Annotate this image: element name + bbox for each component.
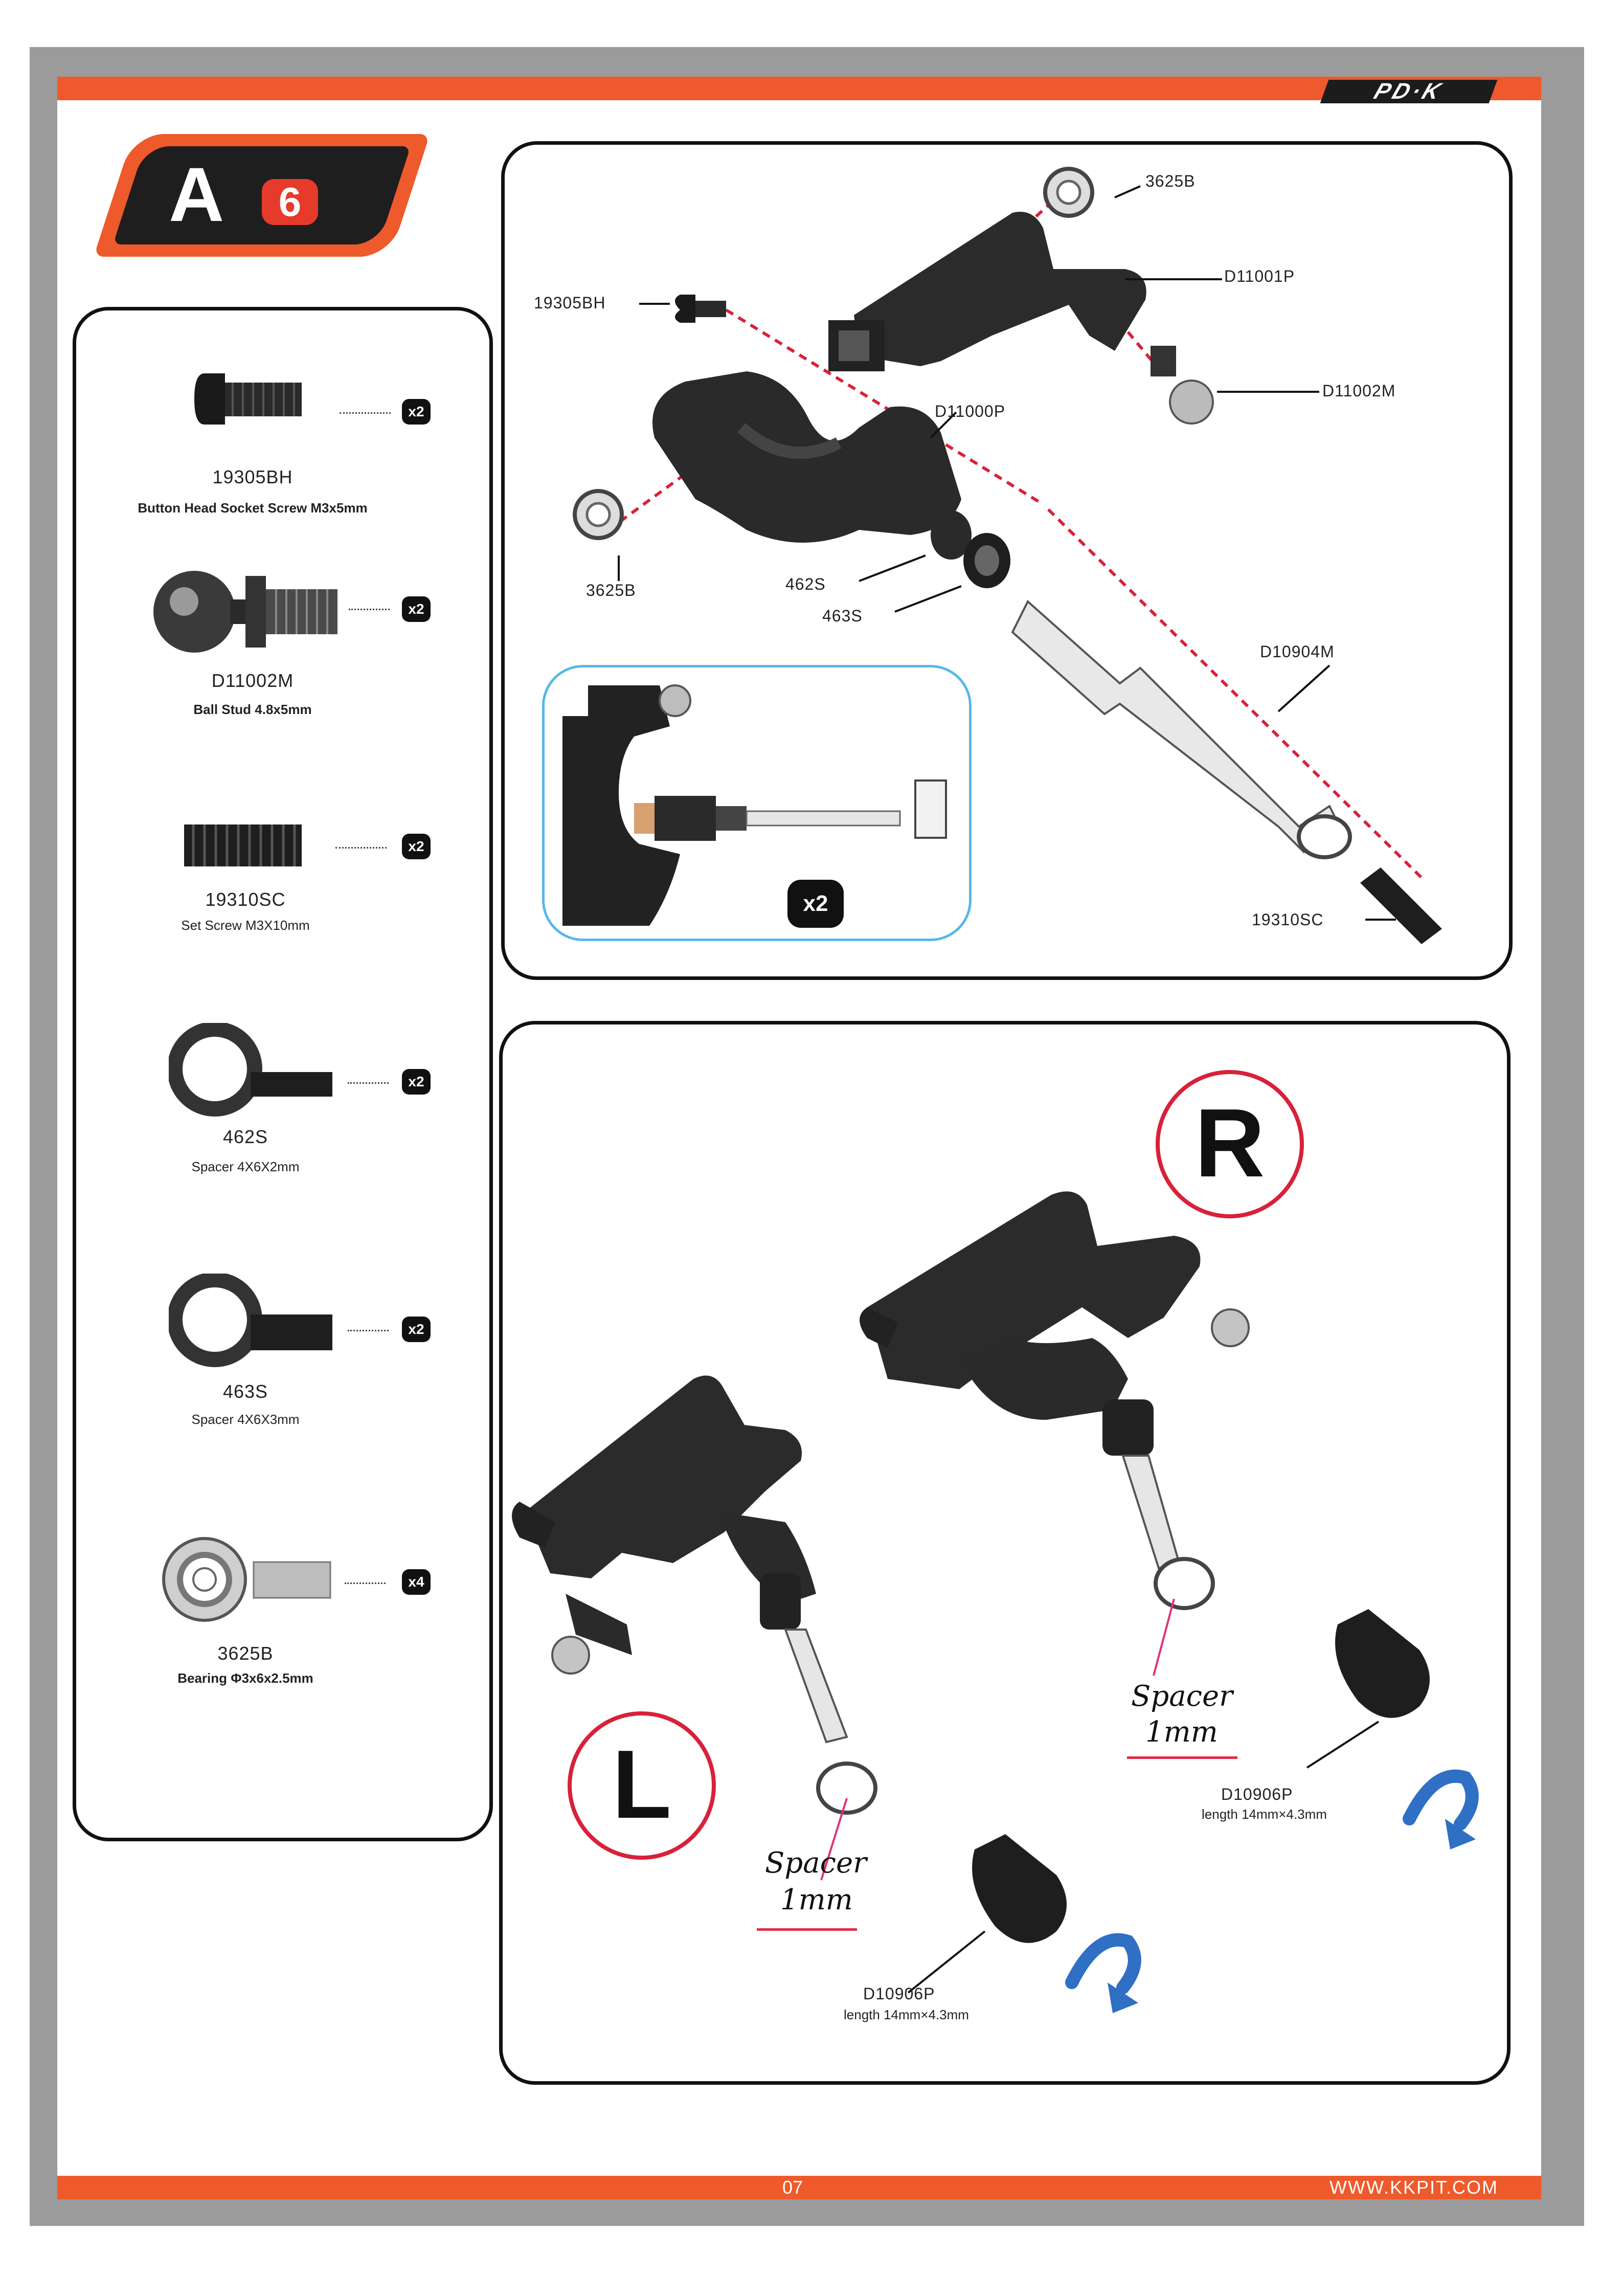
right-cap-code: D10906P xyxy=(1221,1785,1293,1803)
callout-spacer-462s: 462S xyxy=(785,575,826,593)
callout-spacer-463s: 463S xyxy=(822,607,863,625)
part-qty-badge: x2 xyxy=(402,1317,431,1342)
spacer-2mm-icon xyxy=(169,1023,332,1117)
left-cap-desc: length 14mm×4.3mm xyxy=(844,2007,969,2022)
spacer-3mm-icon xyxy=(169,1274,332,1367)
callout-lower-arm: D11000P xyxy=(935,402,1006,420)
part-code: 463S xyxy=(222,1381,268,1402)
button-head-screw-icon xyxy=(194,373,302,425)
part-leader xyxy=(335,847,387,849)
right-note-underline xyxy=(1127,1756,1237,1759)
part-qty-badge: x2 xyxy=(402,834,431,859)
part-leader xyxy=(348,1330,389,1331)
part-description: Bearing Φ3x6x2.5mm xyxy=(177,1670,313,1686)
left-spacer-note: Spacer xyxy=(765,1846,867,1880)
left-spacer-size: 1mm xyxy=(780,1883,853,1916)
part-qty-badge: x2 xyxy=(402,399,431,425)
ball-stud-icon xyxy=(153,571,337,653)
step-number: 6 xyxy=(262,179,318,225)
right-spacer-size: 1mm xyxy=(1145,1715,1218,1749)
part-code: 19305BH xyxy=(212,466,293,487)
part-leader xyxy=(349,609,390,610)
set-screw-icon xyxy=(184,824,302,866)
part-leader xyxy=(345,1582,386,1584)
part-description: Button Head Socket Screw M3x5mm xyxy=(138,500,368,516)
page-number: 07 xyxy=(782,2177,803,2198)
callout-upper-arm: D11001P xyxy=(1224,267,1295,285)
left-cap-code: D10906P xyxy=(863,1985,935,2003)
part-leader xyxy=(348,1082,389,1084)
part-code: 3625B xyxy=(217,1643,274,1664)
header-bar xyxy=(57,77,1541,100)
part-leader xyxy=(340,412,391,414)
inset-detail-drawing xyxy=(562,684,947,926)
website-link[interactable]: WWW.KKPIT.COM xyxy=(1329,2177,1498,2198)
callout-bearing-left: 3625B xyxy=(586,581,636,599)
part-code: D11002M xyxy=(211,670,294,691)
part-code: 19310SC xyxy=(205,889,286,910)
part-description: Set Screw M3X10mm xyxy=(181,918,310,933)
part-description: Ball Stud 4.8x5mm xyxy=(193,702,312,717)
part-qty-badge: x4 xyxy=(402,1569,431,1595)
right-spacer-note: Spacer xyxy=(1131,1680,1233,1713)
inset-qty-badge: x2 xyxy=(787,880,844,928)
callout-screw: 19305BH xyxy=(534,294,606,312)
brand-logo: PD·K xyxy=(1320,79,1498,104)
callout-bearing-top: 3625B xyxy=(1145,172,1196,190)
assembled-diagram xyxy=(512,1191,1479,2013)
callout-set-screw: 19310SC xyxy=(1252,910,1324,929)
left-side-mark: L xyxy=(568,1711,716,1860)
step-letter: A xyxy=(169,151,224,237)
callout-pin: D10904M xyxy=(1260,642,1335,661)
right-side-mark: R xyxy=(1156,1070,1304,1218)
callout-ball-stud: D11002M xyxy=(1322,382,1396,400)
part-qty-badge: x2 xyxy=(402,596,431,622)
right-cap-desc: length 14mm×4.3mm xyxy=(1202,1807,1327,1822)
part-code: 462S xyxy=(222,1126,268,1147)
bearing-icon xyxy=(162,1537,331,1622)
footer-bar xyxy=(57,2176,1541,2199)
left-note-underline xyxy=(757,1928,857,1931)
exploded-diagram xyxy=(573,167,1442,944)
part-qty-badge: x2 xyxy=(402,1069,431,1095)
part-description: Spacer 4X6X3mm xyxy=(191,1412,300,1427)
detail-inset xyxy=(542,665,972,941)
part-description: Spacer 4X6X2mm xyxy=(191,1159,300,1174)
